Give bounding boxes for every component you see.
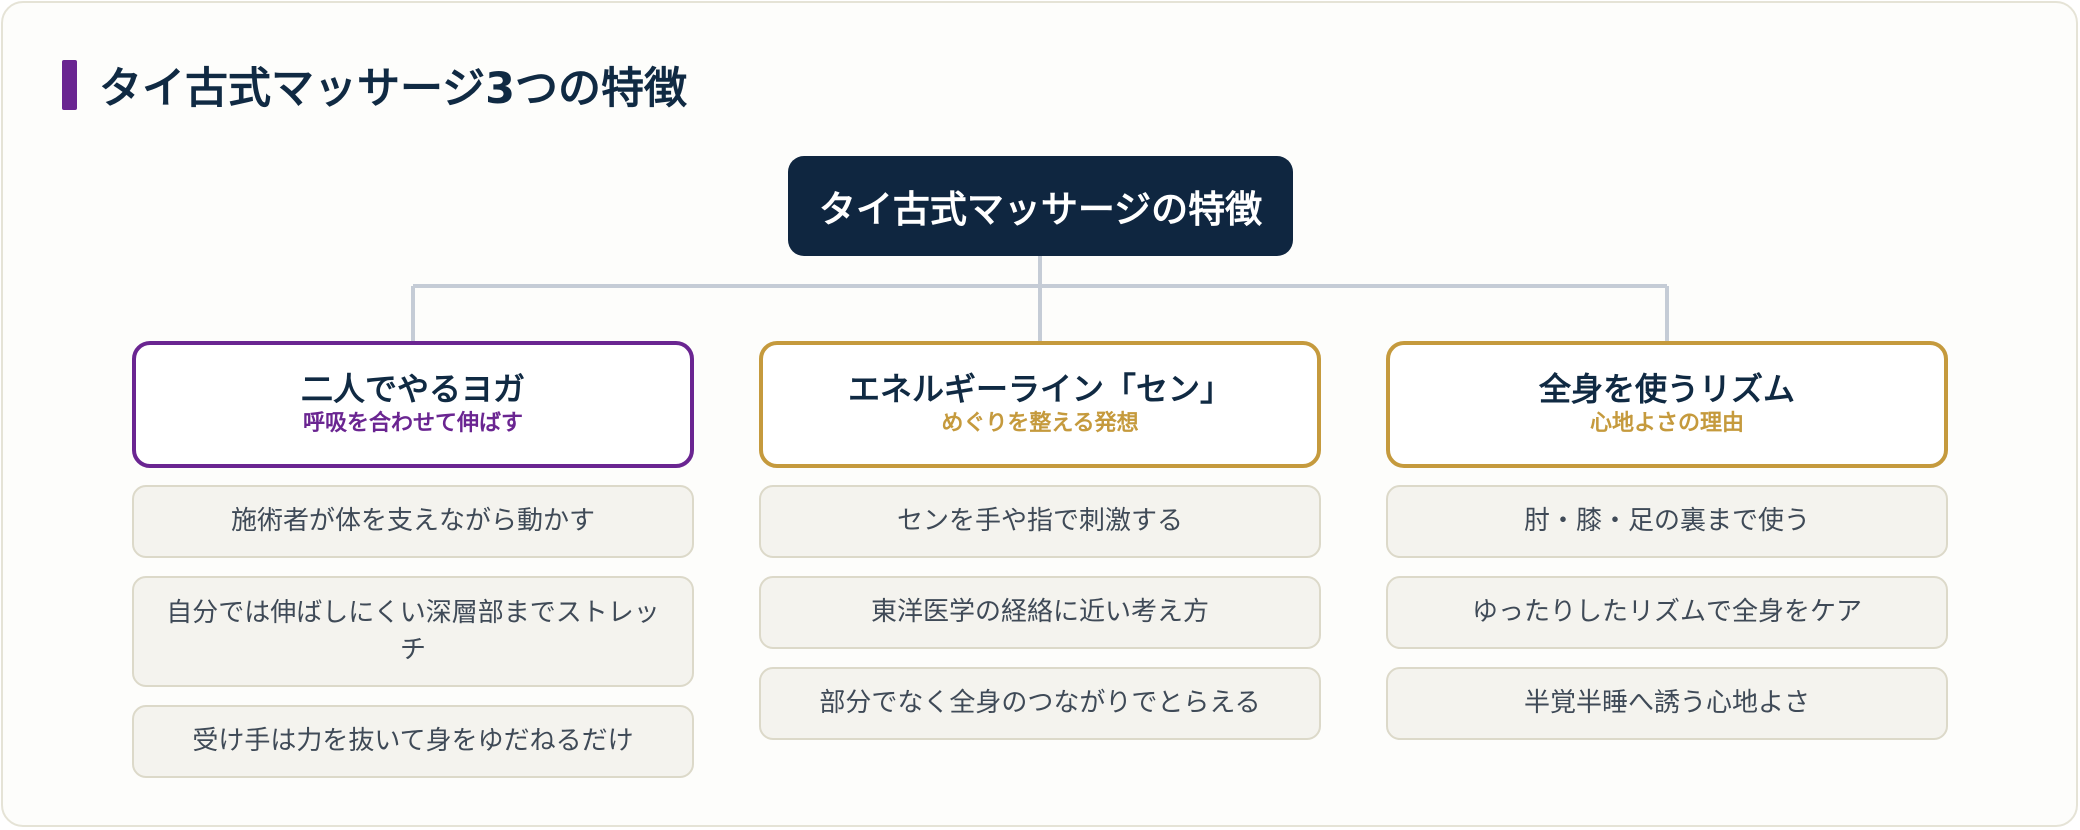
list-item: 半覚半睡へ誘う心地よさ xyxy=(1386,667,1948,740)
root-node: タイ古式マッサージの特徴 xyxy=(788,156,1293,256)
branch-title: 全身を使うリズム xyxy=(1538,370,1795,409)
root-node-label: タイ古式マッサージの特徴 xyxy=(818,188,1263,231)
branch-items-rhythm: 肘・膝・足の裏まで使う ゆったりしたリズムで全身をケア 半覚半睡へ誘う心地よさ xyxy=(1386,485,1948,758)
branch-title: エネルギーライン「セン」 xyxy=(847,370,1232,409)
branch-subtitle: 呼吸を合わせて伸ばす xyxy=(302,411,523,437)
list-item: センを手や指で刺激する xyxy=(759,485,1321,558)
branch-items-sen: センを手や指で刺激する 東洋医学の経絡に近い考え方 部分でなく全身のつながりでと… xyxy=(759,485,1321,758)
page-title: タイ古式マッサージ3つの特徴 xyxy=(99,64,688,114)
list-item: ゆったりしたリズムで全身をケア xyxy=(1386,576,1948,649)
list-item: 東洋医学の経絡に近い考え方 xyxy=(759,576,1321,649)
list-item: 受け手は力を抜いて身をゆだねるだけ xyxy=(132,705,694,778)
branch-title: 二人でやるヨガ xyxy=(300,370,525,409)
branch-node-sen: エネルギーライン「セン」 めぐりを整える発想 xyxy=(759,341,1321,468)
branch-node-yoga: 二人でやるヨガ 呼吸を合わせて伸ばす xyxy=(132,341,694,468)
title-accent-bar xyxy=(62,60,77,110)
list-item: 肘・膝・足の裏まで使う xyxy=(1386,485,1948,558)
list-item: 部分でなく全身のつながりでとらえる xyxy=(759,667,1321,740)
branch-subtitle: 心地よさの理由 xyxy=(1589,411,1744,437)
branch-node-rhythm: 全身を使うリズム 心地よさの理由 xyxy=(1386,341,1948,468)
list-item: 自分では伸ばしにくい深層部までストレッチ xyxy=(132,576,694,687)
branch-subtitle: めぐりを整える発想 xyxy=(941,411,1139,437)
list-item: 施術者が体を支えながら動かす xyxy=(132,485,694,558)
page-header: タイ古式マッサージ3つの特徴 xyxy=(62,60,687,114)
branch-items-yoga: 施術者が体を支えながら動かす 自分では伸ばしにくい深層部までストレッチ 受け手は… xyxy=(132,485,694,796)
